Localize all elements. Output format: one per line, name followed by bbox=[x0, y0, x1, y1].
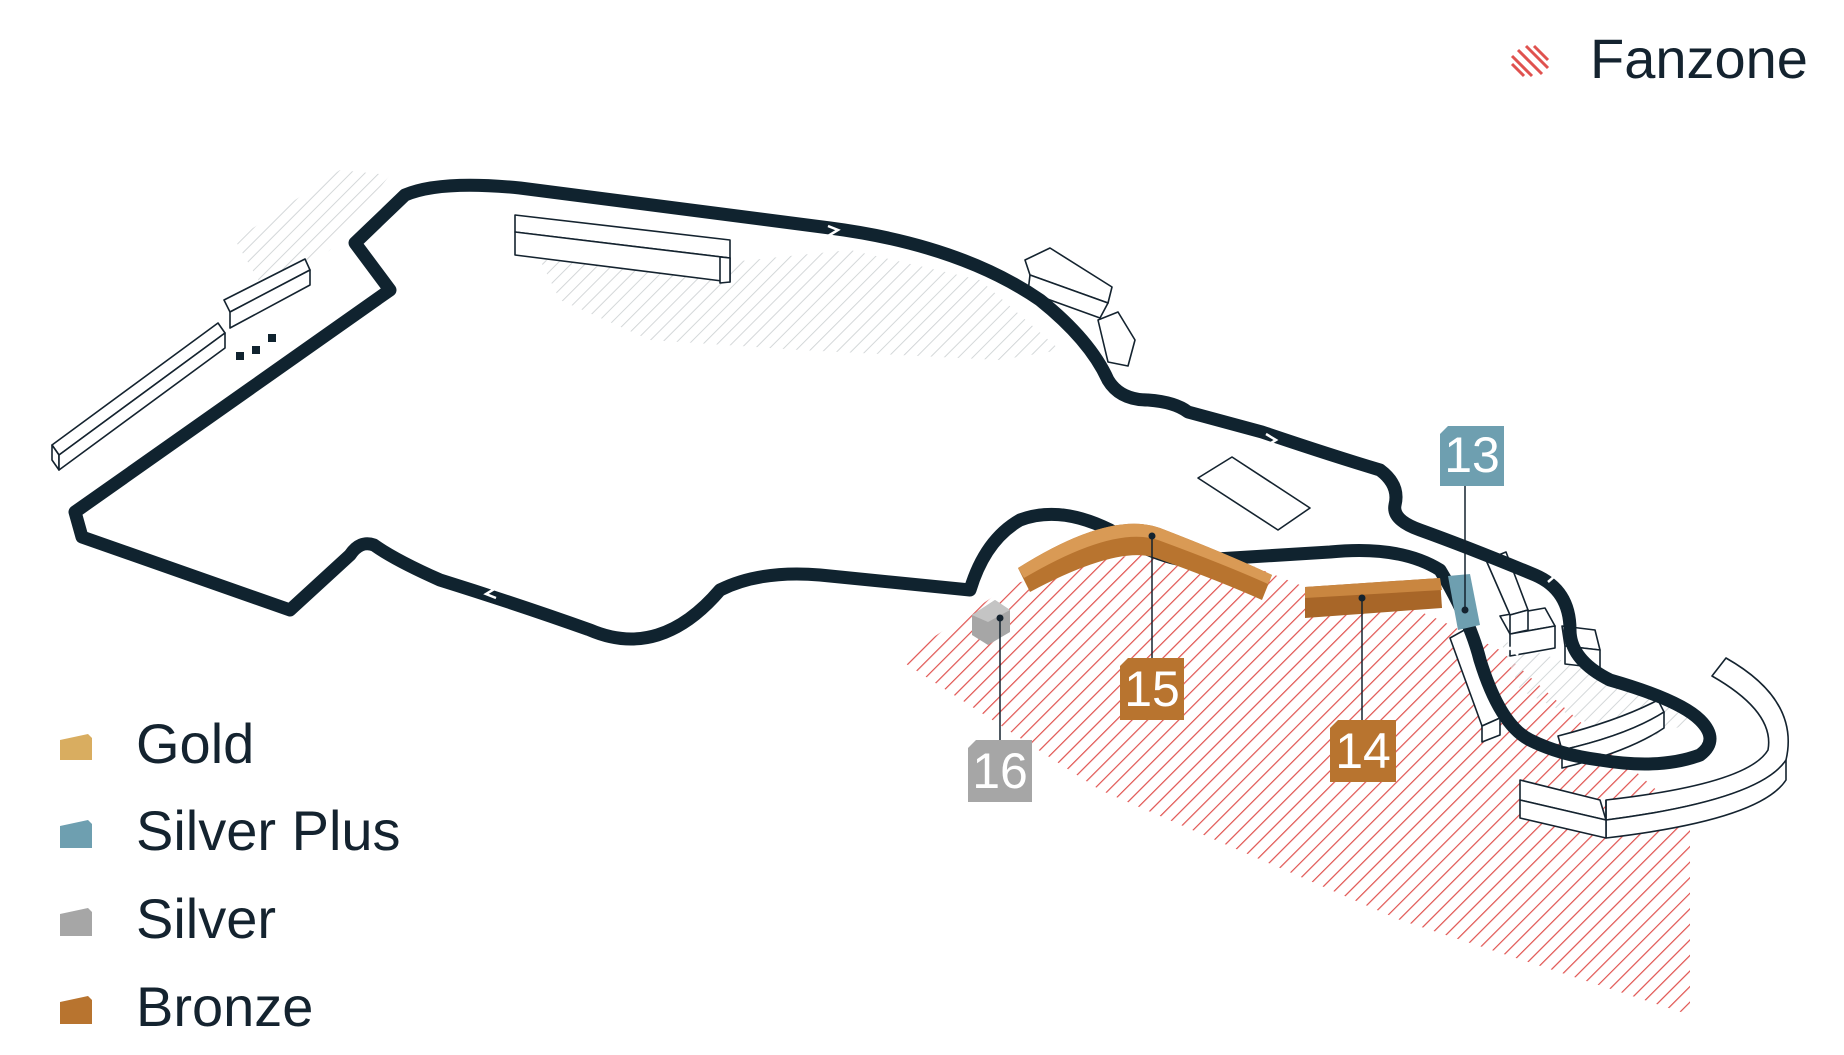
buildings bbox=[51, 214, 1790, 839]
fanzone-area bbox=[900, 545, 1690, 1015]
grey-hatch-areas bbox=[235, 170, 1700, 740]
grandstand-label-13[interactable]: 13 bbox=[1440, 426, 1504, 486]
legend-bronze-label: Bronze bbox=[136, 975, 313, 1038]
bronze-swatch bbox=[60, 996, 92, 1024]
legend-item-silver: Silver bbox=[60, 887, 276, 950]
start-finish-line bbox=[236, 328, 284, 360]
grandstand-label-15[interactable]: 15 bbox=[1120, 658, 1184, 720]
legend-tiers: Gold Silver Plus Silver Bronze bbox=[60, 712, 401, 1038]
direction-arrows bbox=[483, 224, 1565, 656]
legend-fanzone-label: Fanzone bbox=[1590, 27, 1808, 90]
silver-swatch bbox=[60, 908, 92, 936]
grandstand-number-14: 14 bbox=[1335, 723, 1391, 779]
silver-plus-swatch bbox=[60, 820, 92, 848]
race-track bbox=[68, 178, 1717, 771]
grandstand-label-16[interactable]: 16 bbox=[968, 740, 1032, 802]
grandstand-13[interactable] bbox=[1448, 574, 1480, 630]
legend-silver-plus-label: Silver Plus bbox=[136, 799, 401, 862]
grandstand-label-14[interactable]: 14 bbox=[1330, 720, 1396, 782]
grandstand-leaders bbox=[996, 486, 1469, 740]
grandstand-number-15: 15 bbox=[1124, 661, 1180, 717]
grandstand-number-16: 16 bbox=[972, 743, 1028, 799]
legend-item-silver-plus: Silver Plus bbox=[60, 799, 401, 862]
legend-gold-label: Gold bbox=[136, 712, 254, 775]
legend-item-bronze: Bronze bbox=[60, 975, 313, 1038]
legend-silver-label: Silver bbox=[136, 887, 276, 950]
gold-swatch bbox=[60, 734, 92, 760]
legend-fanzone: Fanzone bbox=[1510, 27, 1808, 90]
fanzone-swatch bbox=[1510, 44, 1550, 78]
grandstand-number-13: 13 bbox=[1444, 427, 1500, 483]
legend-item-gold: Gold bbox=[60, 712, 254, 775]
